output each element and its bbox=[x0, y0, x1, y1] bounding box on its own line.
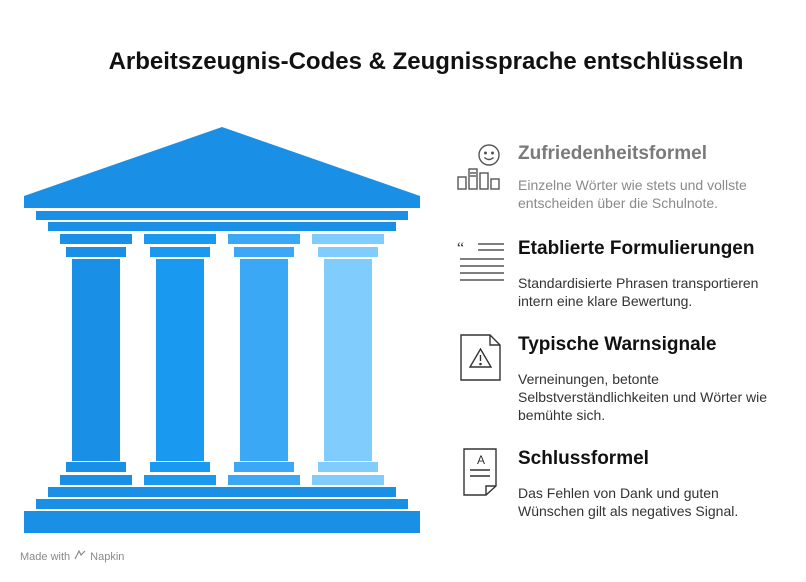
item-description: Verneinungen, betonte Selbstverständlich… bbox=[518, 371, 768, 423]
napkin-brand: Napkin bbox=[90, 550, 125, 563]
temple-roof-band bbox=[24, 196, 420, 208]
quote-lines-icon: “ bbox=[456, 238, 506, 288]
made-with-label: Made with bbox=[20, 550, 71, 563]
item-description: Das Fehlen von Dank und guten Wünschen g… bbox=[518, 485, 739, 519]
smiley-rating-icon bbox=[456, 143, 506, 193]
warning-document-icon bbox=[456, 334, 506, 384]
item-heading: Etablierte Formulierungen bbox=[518, 238, 755, 259]
page-title: Arbeitszeugnis-Codes & Zeugnissprache en… bbox=[108, 48, 744, 75]
item-etablierte-formulierungen: “ Etablierte Formulierungen Standardisie… bbox=[456, 238, 796, 318]
item-description: Einzelne Wörter wie stets und vollste en… bbox=[518, 177, 747, 211]
temple-column-2 bbox=[144, 234, 216, 485]
temple-architrave-1 bbox=[36, 211, 408, 220]
temple-diagram bbox=[24, 127, 420, 533]
item-typische-warnsignale: Typische Warnsignale Verneinungen, beton… bbox=[456, 334, 796, 424]
temple-roof bbox=[24, 127, 420, 196]
made-with-napkin: Made with Napkin bbox=[20, 549, 125, 563]
item-zufriedenheitsformel: Zufriedenheitsformel Einzelne Wörter wie… bbox=[456, 143, 796, 223]
svg-text:A: A bbox=[477, 453, 485, 467]
item-heading: Schlussformel bbox=[518, 448, 649, 469]
temple-column-3 bbox=[228, 234, 300, 485]
item-heading: Zufriedenheitsformel bbox=[518, 143, 707, 164]
item-description: Standardisierte Phrasen transportieren i… bbox=[518, 275, 759, 309]
temple-architrave-2 bbox=[48, 222, 396, 231]
signed-document-icon: A bbox=[456, 448, 506, 498]
temple-step-1 bbox=[48, 487, 396, 497]
temple-step-2 bbox=[36, 499, 408, 509]
svg-text:“: “ bbox=[457, 240, 464, 257]
item-schlussformel: A Schlussformel Das Fehlen von Dank und … bbox=[456, 448, 796, 528]
temple-column-1 bbox=[60, 234, 132, 485]
temple-step-3 bbox=[24, 511, 420, 533]
napkin-logo-icon bbox=[74, 549, 86, 563]
temple-column-4 bbox=[312, 234, 384, 485]
item-heading: Typische Warnsignale bbox=[518, 334, 717, 355]
